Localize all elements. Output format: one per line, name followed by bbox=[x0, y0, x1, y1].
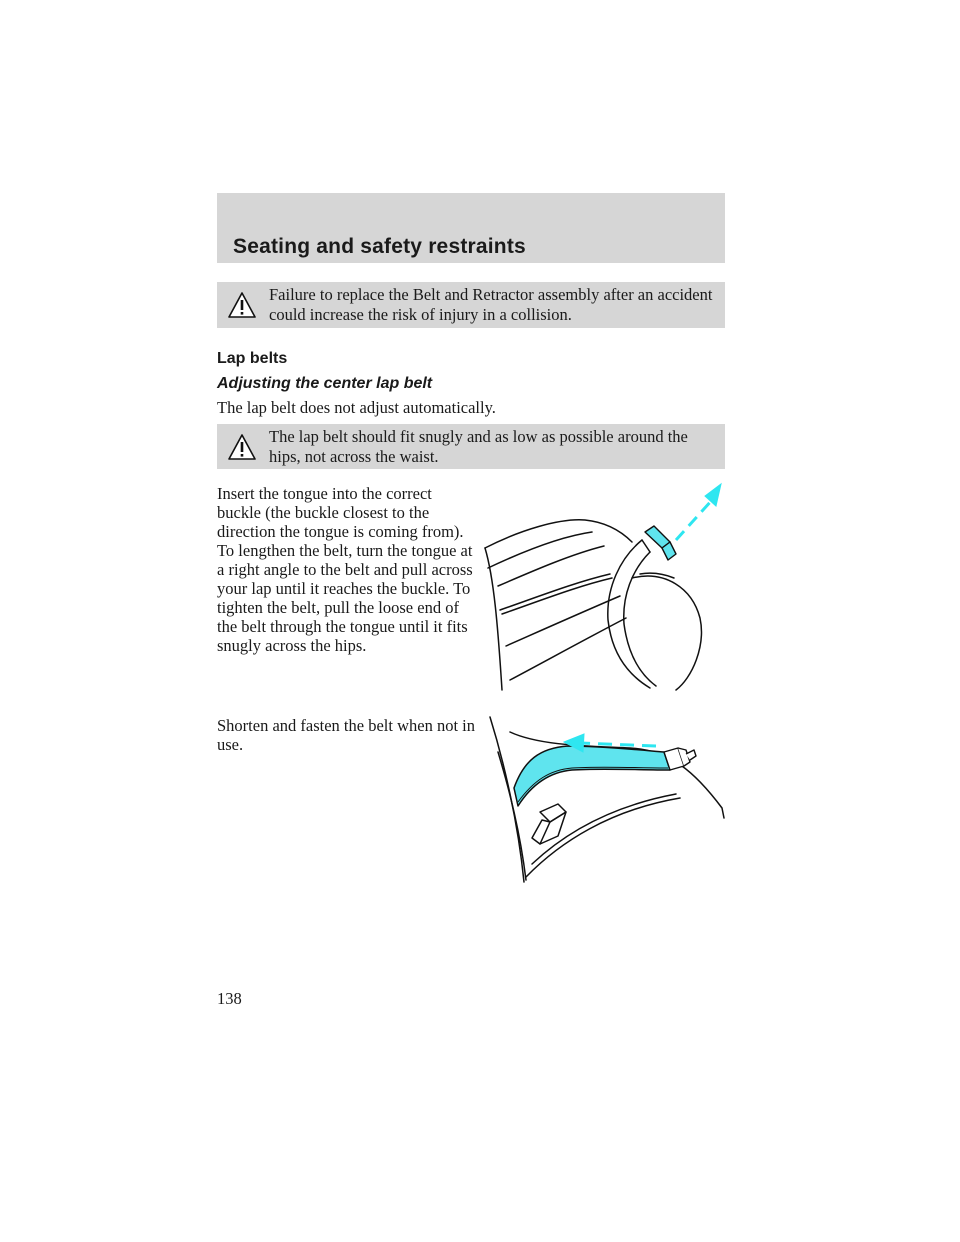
warning-box: Failure to replace the Belt and Retracto… bbox=[217, 282, 725, 328]
warning-triangle-icon bbox=[228, 434, 256, 460]
belt-tongue-shape bbox=[644, 525, 677, 561]
section-header: Seating and safety restraints bbox=[217, 193, 725, 263]
heading-lap-belts: Lap belts bbox=[217, 350, 288, 367]
warning-triangle-icon bbox=[228, 292, 256, 318]
warning-text: Failure to replace the Belt and Retracto… bbox=[269, 285, 713, 324]
warning-text: The lap belt should fit snugly and as lo… bbox=[269, 427, 688, 466]
lap-belt-lengthen-illustration bbox=[484, 482, 722, 691]
lap-belt-shorten-illustration bbox=[489, 716, 725, 883]
paragraph-insert-tongue: Insert the tongue into the correct buckl… bbox=[217, 484, 473, 655]
belt-webbing-shape bbox=[513, 745, 671, 807]
warning-box: The lap belt should fit snugly and as lo… bbox=[217, 424, 725, 469]
paragraph-no-auto-adjust: The lap belt does not adjust automatical… bbox=[217, 398, 496, 417]
paragraph-shorten-fasten: Shorten and fasten the belt when not in … bbox=[217, 716, 475, 754]
page-number: 138 bbox=[217, 989, 242, 1008]
belt-tongue-shape bbox=[663, 747, 697, 771]
section-title: Seating and safety restraints bbox=[233, 235, 526, 258]
heading-adjusting-center-lap-belt: Adjusting the center lap belt bbox=[217, 375, 433, 392]
